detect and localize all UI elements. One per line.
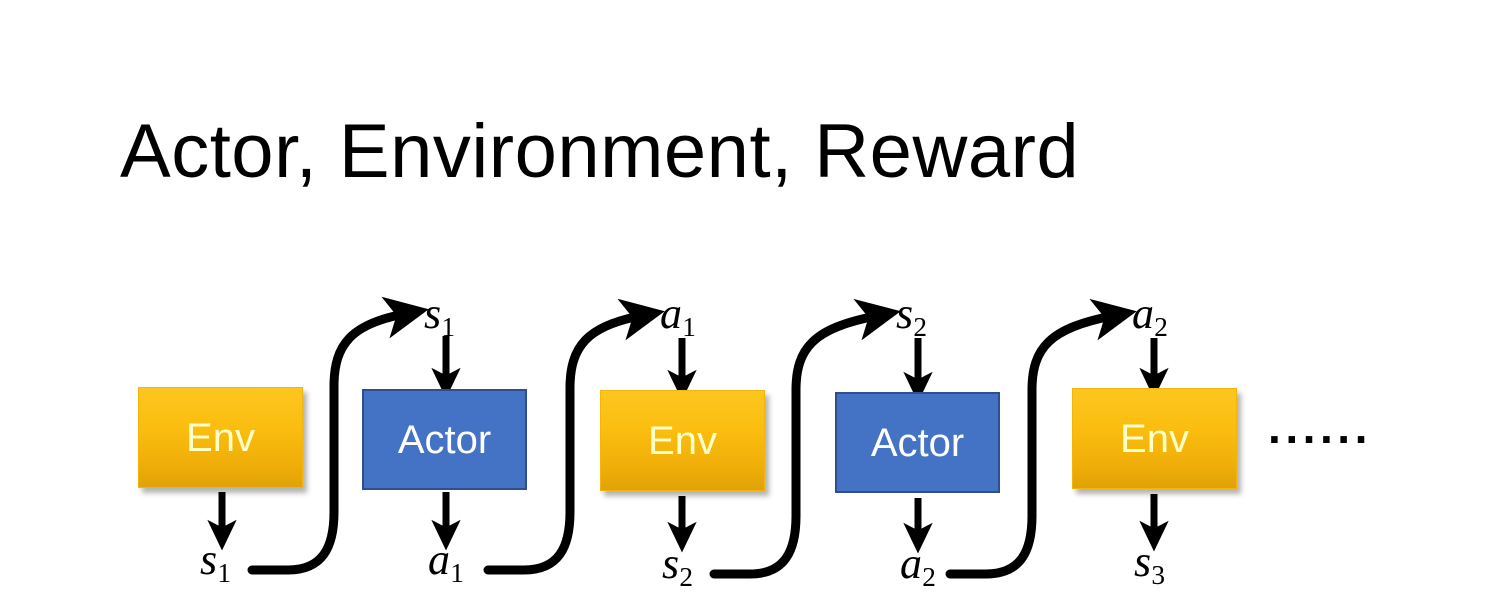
bottom-label-s2: s2	[662, 539, 693, 591]
node-env-2-label: Env	[648, 418, 717, 463]
bottom-label-s3: s3	[1134, 537, 1165, 589]
top-arrows	[431, 336, 1169, 403]
top-label-a2-sub: 2	[1154, 311, 1168, 342]
top-label-a1-base: a	[660, 289, 682, 338]
top-label-s2: s2	[896, 289, 927, 341]
bottom-label-s2-sub: 2	[679, 561, 694, 592]
bottom-label-s1-sub: 1	[217, 557, 232, 588]
top-label-a2: a2	[1132, 289, 1168, 341]
continuation-ellipsis: ······	[1268, 413, 1372, 465]
top-label-s1-sub: 1	[441, 311, 456, 342]
node-env-2[interactable]: Env	[600, 390, 765, 491]
top-label-a1-sub: 1	[682, 311, 696, 342]
bottom-label-s1-base: s	[200, 535, 218, 584]
bottom-label-s1: s1	[200, 535, 231, 587]
node-actor-2-label: Actor	[870, 420, 965, 465]
top-label-s2-sub: 2	[913, 311, 928, 342]
bottom-label-a1-sub: 1	[450, 557, 464, 588]
top-label-a1: a1	[660, 289, 696, 341]
bottom-label-a2: a2	[900, 539, 936, 591]
node-env-1-label: Env	[186, 415, 255, 460]
top-label-s1-base: s	[424, 289, 442, 338]
node-env-3[interactable]: Env	[1072, 388, 1237, 489]
top-label-a2-base: a	[1132, 289, 1154, 338]
bottom-arrows	[207, 492, 1169, 554]
node-actor-2[interactable]: Actor	[835, 392, 1000, 493]
bottom-label-s3-sub: 3	[1151, 559, 1166, 590]
bottom-label-a1: a1	[428, 535, 464, 587]
node-actor-1[interactable]: Actor	[362, 389, 527, 490]
bottom-label-a2-base: a	[900, 539, 922, 588]
top-label-s1: s1	[424, 289, 455, 341]
top-label-s2-base: s	[896, 289, 914, 338]
bottom-label-a2-sub: 2	[922, 561, 936, 592]
node-actor-1-label: Actor	[397, 417, 492, 462]
bottom-label-s3-base: s	[1134, 537, 1152, 586]
node-env-1[interactable]: Env	[138, 387, 303, 488]
bottom-label-s2-base: s	[662, 539, 680, 588]
bottom-label-a1-base: a	[428, 535, 450, 584]
page-title: Actor, Environment, Reward	[120, 109, 1080, 194]
node-env-3-label: Env	[1120, 416, 1189, 461]
